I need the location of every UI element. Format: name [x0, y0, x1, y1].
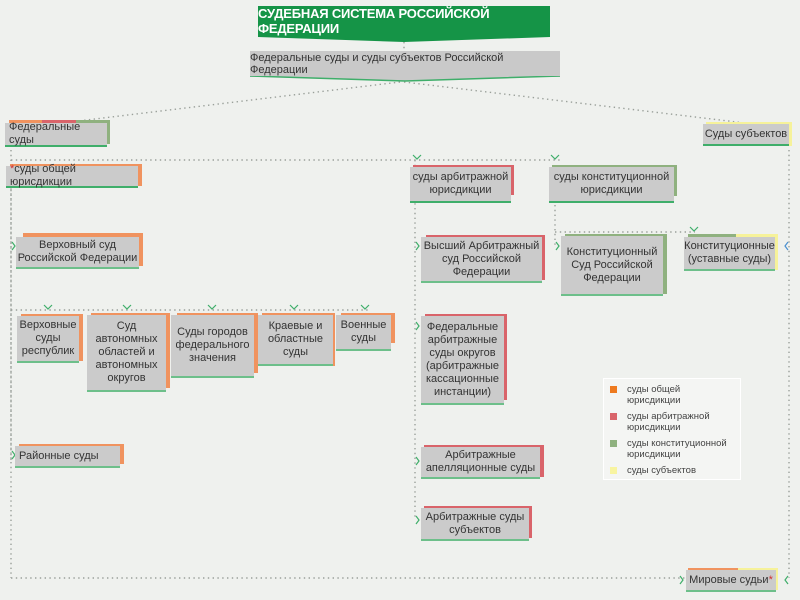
magistrates-box[interactable]: Мировые судьи*: [686, 570, 776, 592]
subtitle-underline: [250, 76, 560, 82]
subjects-courts-label: Суды субъектов: [704, 127, 788, 140]
chevron-down-icon: [360, 304, 370, 310]
legend-swatch-subjects-icon: [610, 467, 617, 474]
supreme-arbitration-court-label: Высший Арбитражный суд Российской Федера…: [423, 239, 540, 278]
legend-item-general: суды общей юрисдикции: [610, 384, 734, 406]
footnote-star: *: [768, 573, 773, 586]
legend-swatch-arbitration-icon: [610, 413, 617, 420]
general-jurisdiction-label: суды общей юрисдикции: [10, 163, 76, 188]
color-bar-arbitration: [42, 120, 76, 123]
federal-courts-box[interactable]: Федеральные суды: [5, 121, 107, 147]
chevron-down-icon: [43, 304, 53, 310]
appeal-arbitration-courts-box[interactable]: Арбитражные апелляционные суды: [421, 447, 540, 479]
chevron-right-icon: [679, 575, 684, 585]
autonomous-courts-box[interactable]: Суд автономных областей и автономных окр…: [87, 315, 166, 392]
legend: суды общей юрисдикции суды арбитражной ю…: [603, 378, 741, 480]
connector-sub-federal: [69, 81, 401, 123]
charter-courts-box[interactable]: Конституционные (уставные суды): [684, 237, 775, 271]
diagram-title: СУДЕБНАЯ СИСТЕМА РОССИЙСКОЙ ФЕДЕРАЦИИ: [258, 6, 550, 36]
regional-courts-label: Краевые и областные суды: [267, 320, 324, 358]
chevron-down-icon: [412, 154, 422, 160]
autonomous-courts-label: Суд автономных областей и автономных окр…: [95, 320, 158, 384]
military-courts-label: Военные суды: [340, 319, 387, 344]
subject-arbitration-courts-label: Арбитражные суды субъектов: [425, 510, 525, 536]
chevron-right-icon: [415, 241, 420, 251]
republic-courts-label: Верховные суды республик: [19, 319, 77, 357]
title-arrow: [258, 36, 550, 42]
regional-courts-box[interactable]: Краевые и областные суды: [258, 315, 333, 366]
chevron-right-icon: [555, 241, 560, 251]
legend-label: суды арбитражной юрисдикции: [627, 411, 710, 433]
footnote-star: *: [10, 163, 15, 175]
supreme-court-box[interactable]: Верховный суд Российской Федерации: [16, 237, 139, 269]
general-jurisdiction-box[interactable]: *суды общей юрисдикции: [6, 163, 138, 188]
chevron-down-icon: [289, 304, 299, 310]
chevron-right-icon: [11, 241, 16, 251]
chevron-right-icon: [415, 321, 420, 331]
chevron-right-icon: [415, 515, 420, 525]
chevron-left-icon: [784, 241, 789, 251]
legend-label: суды общей юрисдикции: [627, 384, 681, 406]
chevron-down-icon: [122, 304, 132, 310]
legend-label: суды конституционной юрисдикции: [627, 438, 727, 460]
federal-courts-label: Федеральные суды: [9, 121, 81, 146]
district-arbitration-courts-box[interactable]: Федеральные арбитражные суды округов (ар…: [421, 316, 504, 405]
legend-item-constitutional: суды конституционной юрисдикции: [610, 438, 734, 460]
federal-city-courts-box[interactable]: Суды городов федерального значения: [171, 315, 254, 378]
constitutional-court-label: Конституционный Суд Российской Федерации: [566, 245, 658, 284]
district-courts-label: Районные суды: [19, 449, 99, 462]
constitutional-jurisdiction-box[interactable]: суды конституционной юрисдикции: [549, 167, 674, 203]
constitutional-court-box[interactable]: Конституционный Суд Российской Федерации: [561, 236, 663, 296]
color-bar-constitutional: [688, 234, 736, 237]
subject-arbitration-courts-box[interactable]: Арбитражные суды субъектов: [421, 508, 529, 541]
chevron-right-icon: [415, 456, 420, 466]
subjects-courts-box[interactable]: Суды субъектов: [703, 124, 789, 146]
arbitration-jurisdiction-box[interactable]: суды арбитражной юрисдикции: [410, 167, 511, 203]
district-courts-box[interactable]: Районные суды: [15, 446, 120, 468]
legend-item-subjects: суды субъектов: [610, 465, 734, 476]
chevron-down-icon: [689, 226, 699, 232]
legend-swatch-constitutional-icon: [610, 440, 617, 447]
supreme-arbitration-court-box[interactable]: Высший Арбитражный суд Российской Федера…: [421, 237, 542, 283]
supreme-court-label: Верховный суд Российской Федерации: [17, 239, 138, 264]
legend-label: суды субъектов: [627, 465, 696, 476]
legend-swatch-general-icon: [610, 386, 617, 393]
charter-courts-label: Конституционные (уставные суды): [684, 240, 775, 265]
republic-courts-box[interactable]: Верховные суды республик: [17, 316, 79, 363]
chevron-down-icon: [207, 304, 217, 310]
magistrates-label: Мировые судьи: [689, 573, 769, 586]
constitutional-jurisdiction-label: суды конституционной юрисдикции: [553, 171, 670, 196]
connector-sub-subjects: [403, 81, 746, 124]
subtitle-box: Федеральные суды и суды субъектов Россий…: [250, 51, 560, 77]
arbitration-jurisdiction-label: суды арбитражной юрисдикции: [412, 171, 509, 196]
chevron-left-icon: [784, 575, 789, 585]
color-bar-general: [9, 120, 42, 123]
legend-item-arbitration: суды арбитражной юрисдикции: [610, 411, 734, 433]
appeal-arbitration-courts-label: Арбитражные апелляционные суды: [425, 449, 536, 474]
military-courts-box[interactable]: Военные суды: [336, 315, 391, 351]
district-arbitration-courts-label: Федеральные арбитражные суды округов (ар…: [425, 320, 500, 398]
chevron-down-icon: [550, 154, 560, 160]
color-bar-general: [688, 568, 738, 571]
federal-city-courts-label: Суды городов федерального значения: [175, 326, 250, 364]
